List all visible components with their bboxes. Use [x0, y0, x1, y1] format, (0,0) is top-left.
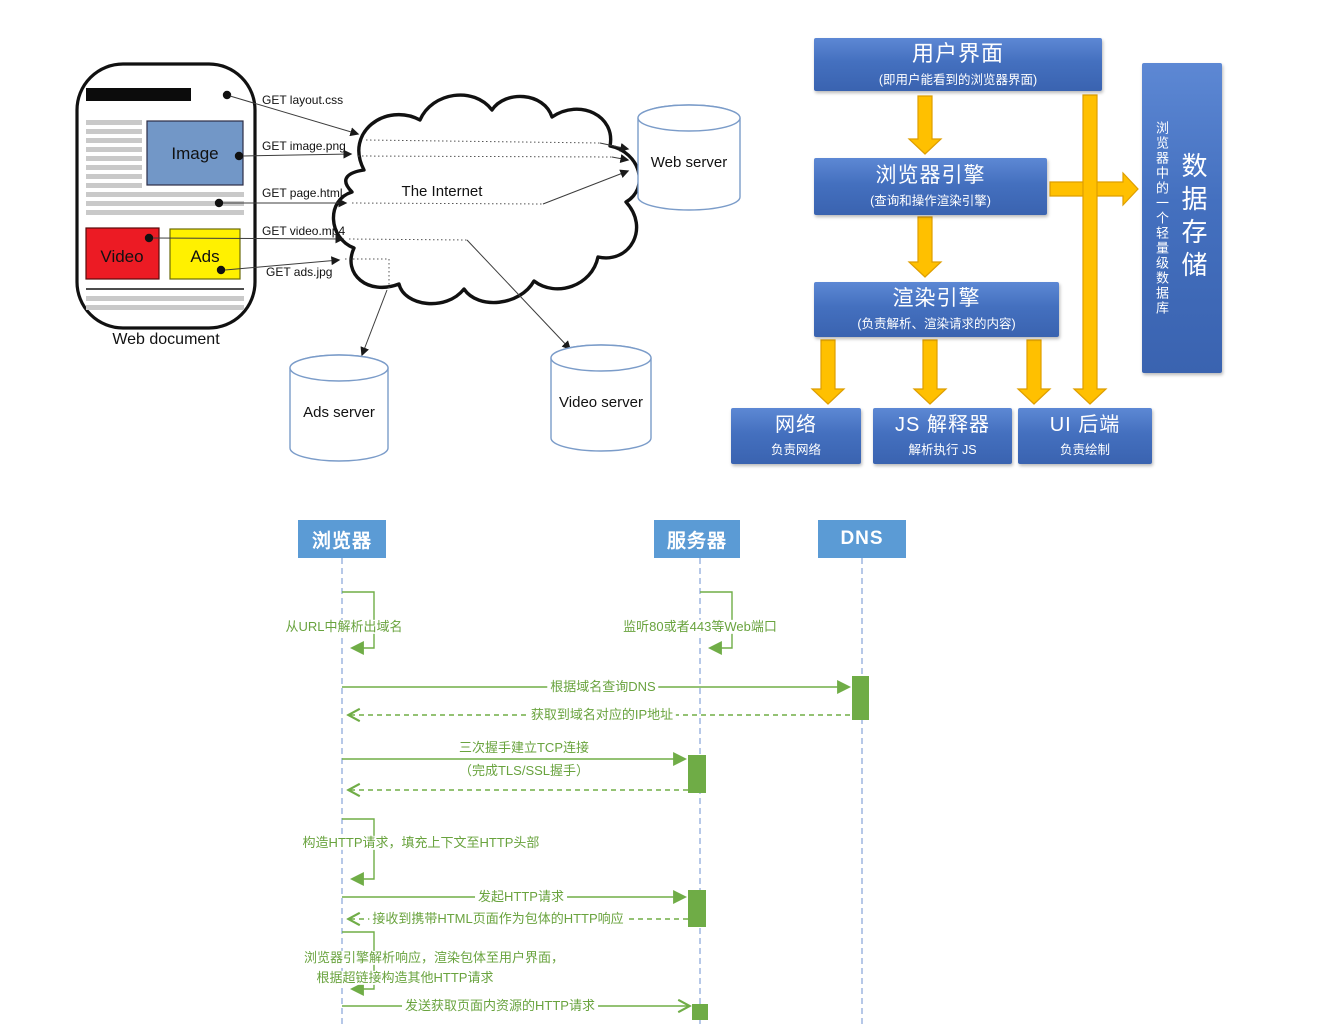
label-send-request: 发起HTTP请求: [475, 889, 567, 905]
actor-browser: 浏览器: [298, 520, 386, 558]
label-build-request: 构造HTTP请求，填充上下文至HTTP头部: [299, 835, 543, 851]
get-video-label: GET video.mp4: [262, 224, 345, 238]
get-image-label: GET image.png: [262, 139, 346, 153]
user-interface-box: 用户界面 (即用户能看到的浏览器界面): [814, 38, 1102, 91]
rendering-engine-subtitle: (负责解析、渲染请求的内容): [857, 317, 1016, 332]
arrow-ui-to-engine: [907, 95, 943, 155]
ads-server-cylinder: Ads server: [289, 354, 389, 462]
user-interface-title: 用户界面: [911, 41, 1004, 67]
activation-bars: [688, 676, 869, 1020]
label-tcp-handshake: 三次握手建立TCP连接: [455, 740, 593, 756]
server-arrows: [360, 142, 630, 357]
browser-engine-title: 浏览器引擎: [875, 163, 986, 187]
label-parse-render-2: 根据超链接构造其他HTTP请求: [313, 970, 497, 986]
ads-server-label: Ads server: [303, 404, 375, 421]
label-receive-response: 接收到携带HTML页面作为包体的HTTP响应: [369, 911, 627, 927]
js-interpreter-subtitle: 解析执行 JS: [908, 443, 977, 457]
label-tls-handshake: （完成TLS/SSL握手）: [455, 763, 593, 779]
ui-backend-title: UI 后端: [1049, 414, 1121, 436]
browser-engine-subtitle: (查询和操作渲染引擎): [870, 194, 991, 209]
ui-backend-box: UI 后端 负责绘制: [1018, 408, 1152, 464]
get-request-labels: GET layout.css GET image.png GET page.ht…: [262, 93, 346, 279]
get-layout-label: GET layout.css: [262, 93, 343, 107]
internet-cloud: [331, 93, 642, 306]
video-block-label: Video: [100, 247, 143, 266]
arrow-render-to-network: [810, 339, 846, 405]
js-interpreter-box: JS 解释器 解析执行 JS: [873, 408, 1012, 464]
ui-backend-subtitle: 负责绘制: [1059, 443, 1110, 457]
browser-engine-box: 浏览器引擎 (查询和操作渲染引擎): [814, 158, 1047, 215]
label-query-dns: 根据域名查询DNS: [547, 679, 659, 695]
server-activation-tcp: [688, 755, 706, 793]
document-header-bar: [86, 88, 191, 101]
web-document-caption: Web document: [112, 331, 220, 348]
get-ads-label: GET ads.jpg: [266, 265, 332, 279]
document-text-lines: [86, 120, 244, 310]
user-interface-subtitle: (即用户能看到的浏览器界面): [878, 72, 1038, 87]
label-parse-render-1: 浏览器引擎解析响应，渲染包体至用户界面，: [300, 950, 568, 966]
label-get-ip: 获取到域名对应的IP地址: [527, 707, 677, 723]
js-interpreter-title: JS 解释器: [895, 414, 990, 436]
data-storage-subtitle: 浏览器中的一个轻量级数据库: [1154, 120, 1169, 316]
image-block: [146, 120, 244, 186]
data-storage-title: 数据存储: [1178, 152, 1208, 284]
web-request-diagram: Image Video Ads Web document The Interne…: [75, 62, 741, 462]
network-title: 网络: [775, 414, 817, 436]
arrow-ui-to-uibackend: [1072, 94, 1108, 405]
arrow-render-to-uibackend: [1016, 339, 1052, 405]
rendering-engine-box: 渲染引擎 (负责解析、渲染请求的内容): [814, 282, 1059, 337]
web-server-cylinder: Web server: [637, 104, 741, 211]
web-server-label: Web server: [651, 154, 727, 171]
video-server-label: Video server: [559, 394, 643, 411]
server-activation-http: [688, 890, 706, 927]
actor-dns: DNS: [818, 520, 906, 558]
image-block-label: Image: [171, 144, 218, 163]
get-request-lines: [152, 95, 360, 271]
rendering-engine-title: 渲染引擎: [892, 286, 981, 310]
actor-server: 服务器: [654, 520, 740, 558]
label-parse-domain: 从URL中解析出域名: [282, 619, 406, 635]
get-page-label: GET page.html: [262, 186, 342, 200]
network-box: 网络 负责网络: [731, 408, 861, 464]
arrow-render-to-js: [912, 339, 948, 405]
messages: [342, 591, 852, 1006]
dns-activation: [852, 676, 869, 720]
server-activation-fetch: [692, 1004, 708, 1020]
architecture-arrows: [810, 94, 1139, 405]
arrow-engine-to-render: [907, 216, 943, 278]
cloud-routes: [345, 139, 613, 288]
ads-block-label: Ads: [190, 247, 219, 266]
request-anchor-dots: [144, 90, 244, 275]
video-server-cylinder: Video server: [550, 344, 652, 452]
data-storage-box: 浏览器中的一个轻量级数据库 数据存储: [1142, 63, 1222, 373]
ads-block: [169, 228, 241, 280]
label-listen-ports: 监听80或者443等Web端口: [620, 619, 780, 635]
network-subtitle: 负责网络: [770, 443, 821, 457]
label-fetch-resources: 发送获取页面内资源的HTTP请求: [402, 998, 598, 1014]
internet-label: The Internet: [402, 183, 484, 200]
